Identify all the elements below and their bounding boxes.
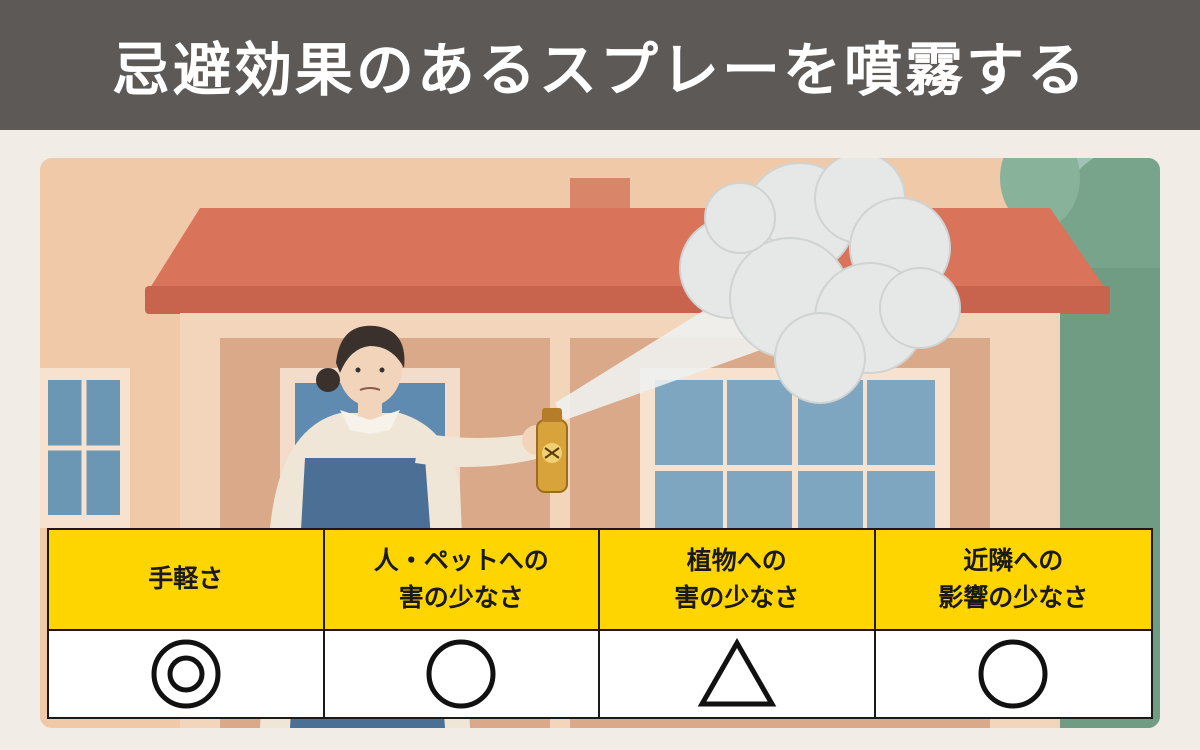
- rating-harm-plants: [600, 631, 876, 717]
- circle-icon: [426, 639, 496, 709]
- rating-harm-people-pets: [324, 631, 600, 717]
- header-harm-people-pets: 人・ペットへの 害の少なさ: [324, 530, 600, 631]
- header-neighbor-impact: 近隣への 影響の少なさ: [875, 530, 1151, 631]
- double-circle-icon: [151, 639, 221, 709]
- page-title: 忌避効果のあるスプレーを噴霧する: [111, 36, 1088, 104]
- header-ease: 手軽さ: [49, 530, 325, 631]
- circle-icon: [978, 639, 1048, 709]
- triangle-icon: [697, 638, 777, 707]
- rating-neighbor-impact: [875, 631, 1151, 717]
- header-harm-plants: 植物への 害の少なさ: [600, 530, 876, 631]
- rating-table: 手軽さ 人・ペットへの 害の少なさ 植物への 害の少なさ 近隣への 影響の少なさ: [47, 528, 1153, 719]
- rating-ease: [49, 631, 325, 717]
- header-bar: 忌避効果のあるスプレーを噴霧する: [0, 0, 1200, 130]
